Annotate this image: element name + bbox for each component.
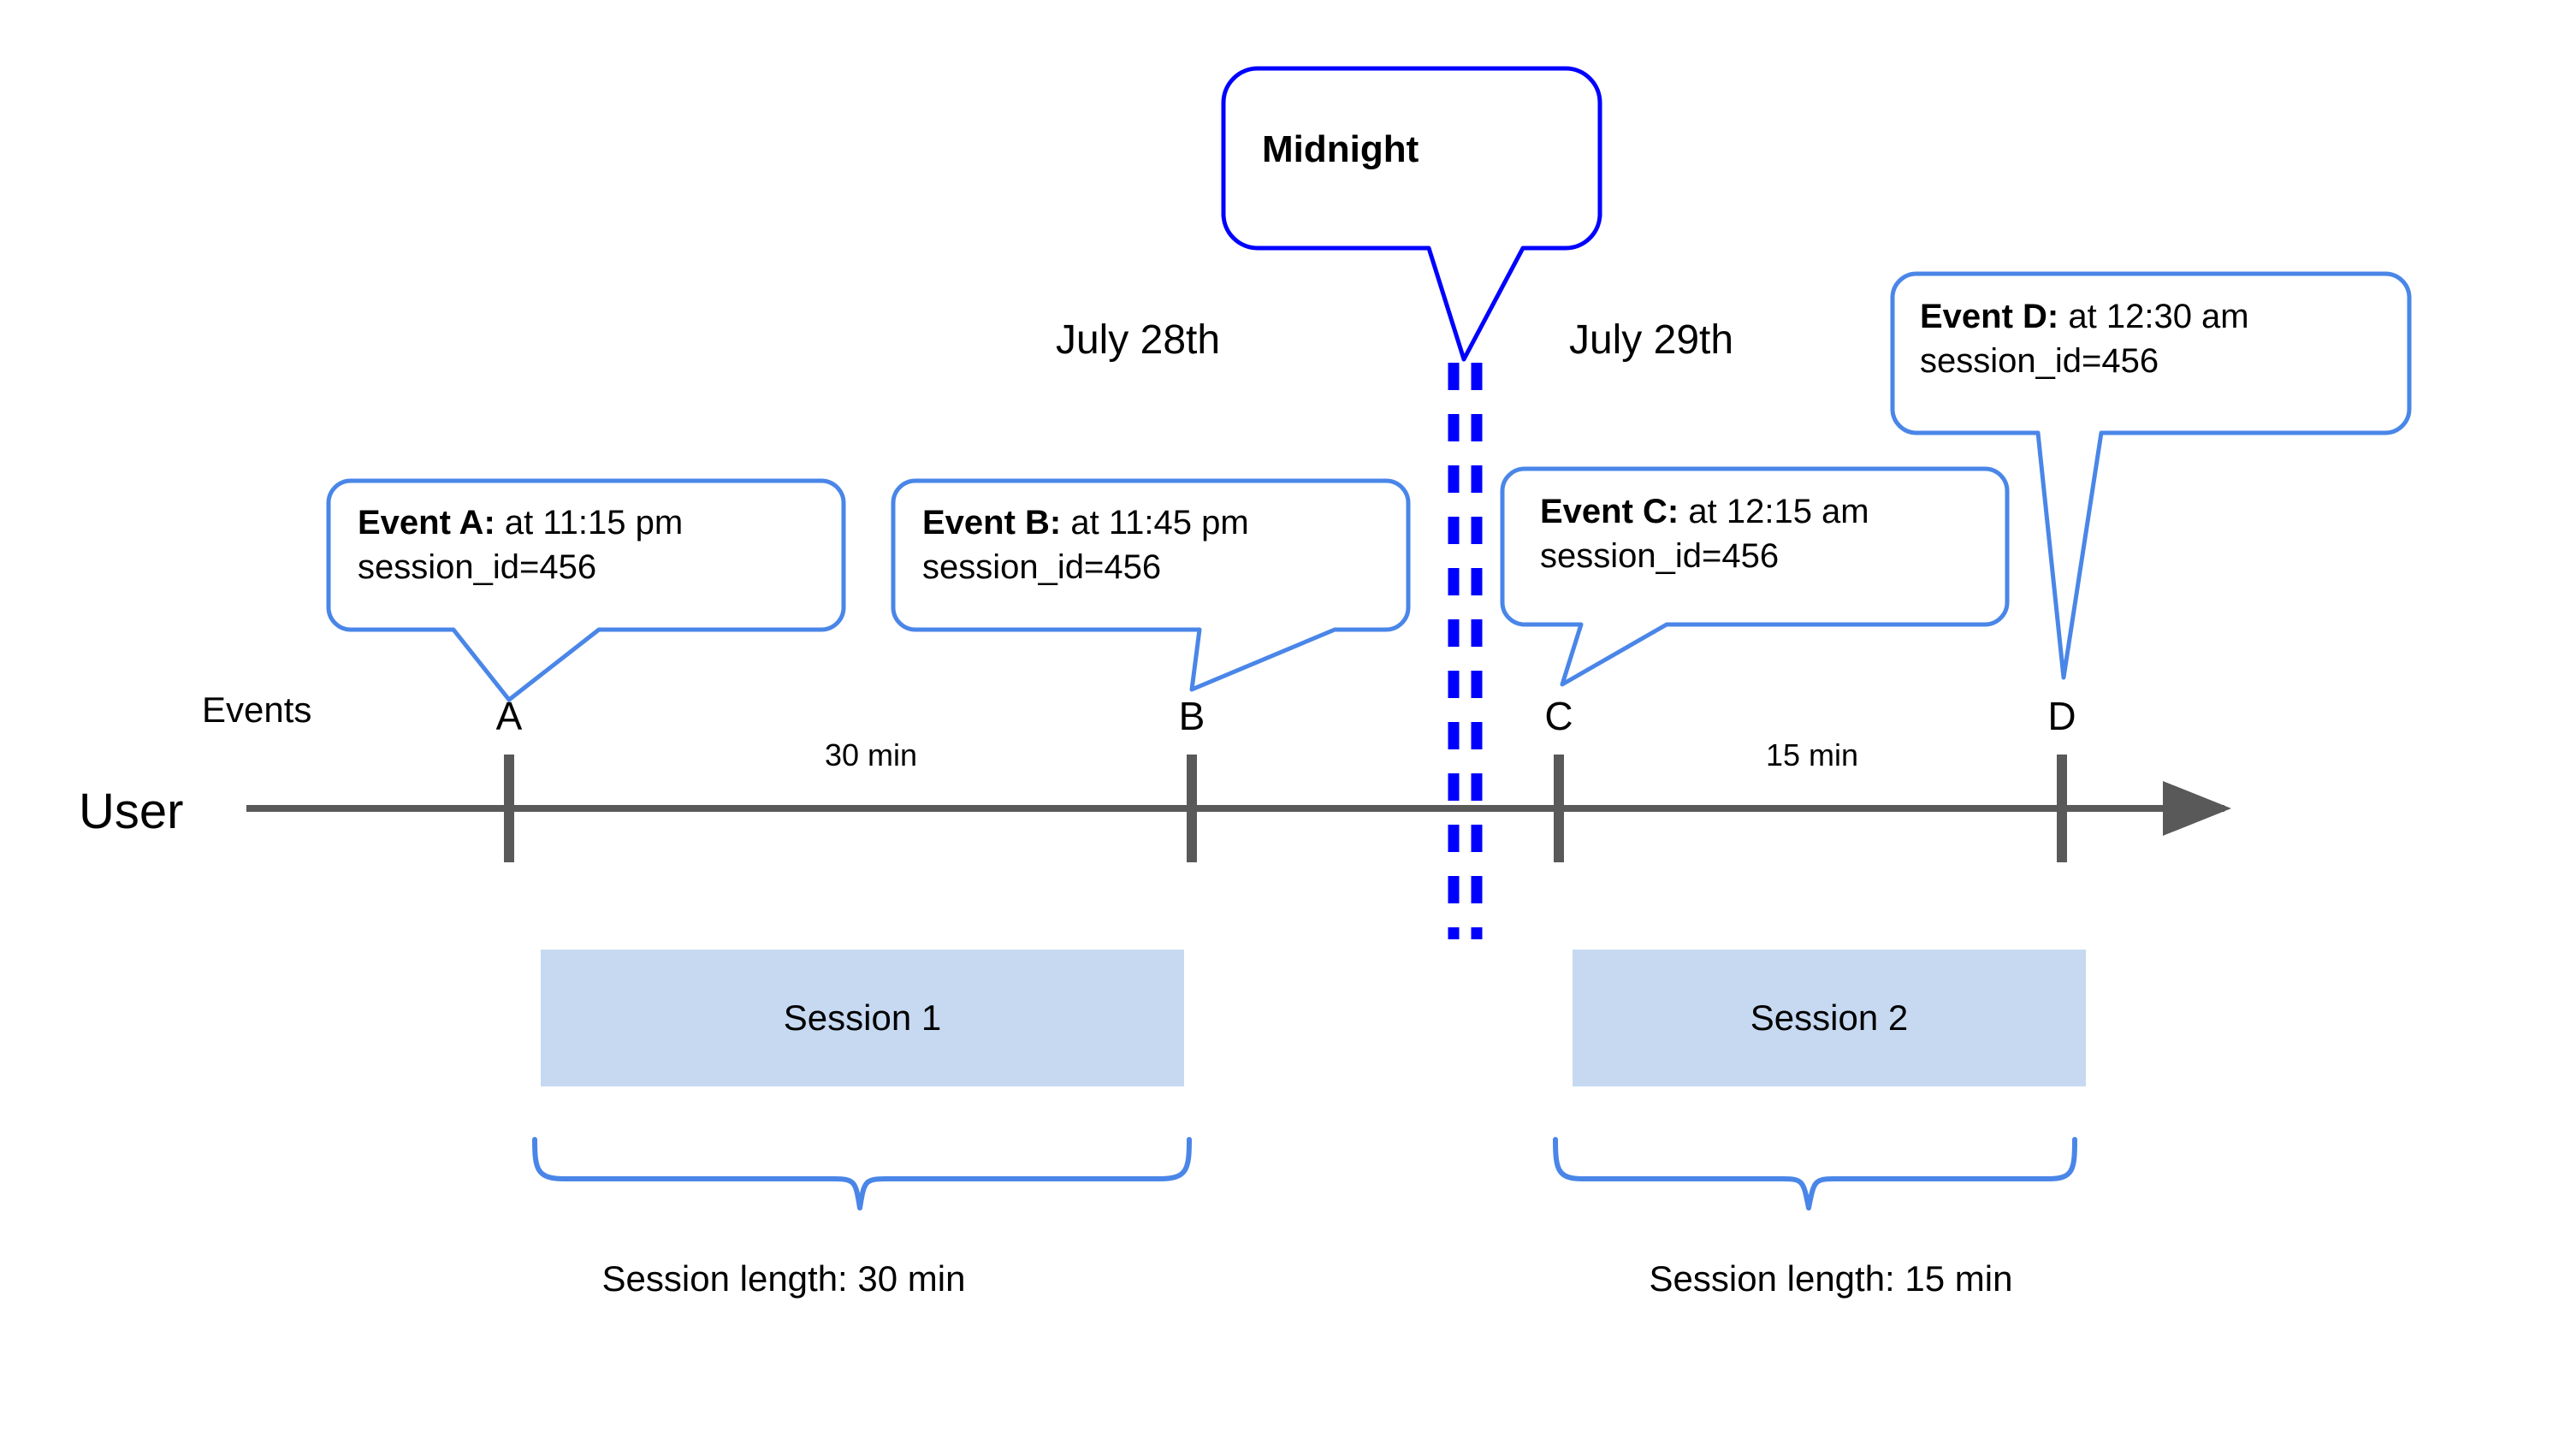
- event-a-callout-text: Event A: at 11:15 pm session_id=456: [358, 500, 683, 589]
- duration-label-c-d: 15 min: [1765, 737, 1859, 772]
- event-tick-markers: [504, 755, 2067, 862]
- session-1-label: Session 1: [783, 997, 942, 1038]
- event-marker-label-d: D: [2047, 694, 2076, 738]
- event-b-time: at 11:45 pm: [1061, 504, 1249, 542]
- event-d-time: at 12:30 am: [2058, 298, 2249, 335]
- event-b-callout-line1: Event B: at 11:45 pm: [922, 500, 1249, 545]
- event-marker-label-c: C: [1544, 694, 1573, 738]
- event-b-title: Event B:: [922, 504, 1062, 542]
- day-label-july-29: July 29th: [1568, 317, 1734, 363]
- event-d-callout-text: Event D: at 12:30 am session_id=456: [1920, 294, 2249, 383]
- session-1-length-label: Session length: 30 min: [601, 1258, 966, 1299]
- session-2-brace: [1553, 1137, 2077, 1210]
- row-label-events: Events: [202, 690, 312, 730]
- event-c-session-field: session_id=456: [1540, 537, 1780, 575]
- event-a-time: at 11:15 pm: [495, 504, 684, 542]
- session-1-brace: [532, 1137, 1192, 1210]
- event-d-callout-shape: [1890, 271, 2412, 680]
- row-label-user: User: [79, 784, 184, 839]
- midnight-callout-label: Midnight: [1262, 128, 1419, 170]
- event-c-title: Event C:: [1540, 493, 1679, 530]
- event-b-session-field: session_id=456: [922, 548, 1162, 586]
- event-a-title: Event A:: [358, 504, 495, 542]
- midnight-callout-shape: [1221, 66, 1602, 362]
- event-a-callout-shape: [326, 478, 846, 702]
- session-2-box: Session 2: [1573, 950, 2086, 1086]
- event-marker-label-b: B: [1178, 694, 1205, 738]
- event-a-session-field: session_id=456: [358, 548, 597, 586]
- event-c-callout-text: Event C: at 12:15 am session_id=456: [1540, 489, 1869, 578]
- event-marker-label-a: A: [495, 694, 523, 738]
- session-2-label: Session 2: [1750, 997, 1909, 1038]
- event-d-title: Event D:: [1920, 298, 2059, 335]
- duration-label-a-b: 30 min: [824, 737, 918, 772]
- event-c-time: at 12:15 am: [1679, 493, 1869, 530]
- event-d-session-field: session_id=456: [1920, 342, 2159, 380]
- event-b-callout-shape: [891, 478, 1411, 692]
- midnight-divider-lines: [1448, 363, 1483, 939]
- day-label-july-28: July 28th: [1055, 317, 1221, 363]
- event-c-callout-shape: [1500, 466, 2010, 687]
- session-2-length-label: Session length: 15 min: [1649, 1258, 2013, 1299]
- session-1-box: Session 1: [541, 950, 1184, 1086]
- event-c-callout-line1: Event C: at 12:15 am: [1540, 489, 1869, 534]
- event-a-callout-line1: Event A: at 11:15 pm: [358, 500, 683, 545]
- event-b-callout-text: Event B: at 11:45 pm session_id=456: [922, 500, 1249, 589]
- event-d-callout-line1: Event D: at 12:30 am: [1920, 294, 2249, 339]
